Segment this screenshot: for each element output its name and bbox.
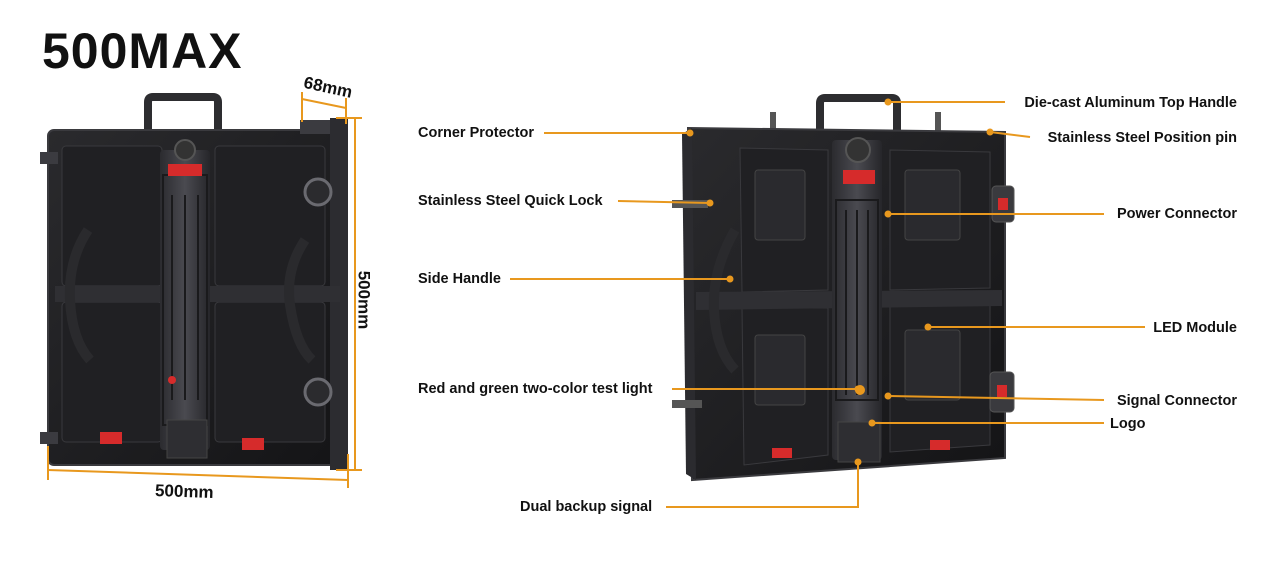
width-dimension-label: 500mm <box>154 480 214 503</box>
label-position-pin: Stainless Steel Position pin <box>1047 130 1237 146</box>
right-cabinet <box>672 94 1015 482</box>
label-corner-protector: Corner Protector <box>418 125 535 141</box>
left-top-handle <box>144 93 222 138</box>
label-power-connector: Power Connector <box>1116 206 1237 222</box>
right-top-handle <box>816 94 901 132</box>
label-side-handle: Side Handle <box>418 271 501 287</box>
label-led-module: LED Module <box>1153 320 1237 336</box>
label-dual-backup-signal: Dual backup signal <box>520 499 653 515</box>
label-logo: Logo <box>1110 416 1146 432</box>
height-dimension-label: 500mm <box>354 270 374 330</box>
product-title: 500MAX <box>42 23 243 79</box>
dimension-lines <box>47 92 362 488</box>
leader-lines <box>510 98 1145 508</box>
label-signal-connector: Signal Connector <box>1116 393 1237 409</box>
label-test-light: Red and green two-color test light <box>418 381 653 397</box>
left-cabinet <box>40 93 348 470</box>
label-top-handle: Die-cast Aluminum Top Handle <box>1024 95 1237 111</box>
label-quick-lock: Stainless Steel Quick Lock <box>418 193 603 209</box>
